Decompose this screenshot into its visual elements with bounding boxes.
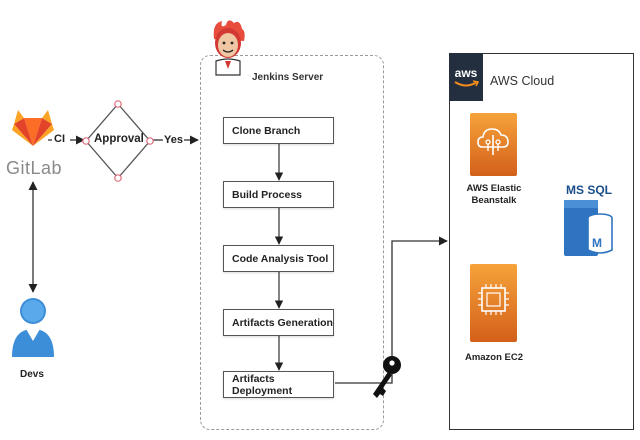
elastic-beanstalk-label-line1: AWS Elastic [466, 183, 522, 194]
devs-user-icon [12, 298, 54, 357]
ci-label: CI [54, 133, 65, 145]
elastic-beanstalk-label-line2: Beanstalk [471, 195, 517, 206]
ec2-label: Amazon EC2 [464, 352, 524, 363]
key-icon [373, 356, 401, 398]
aws-logo: aws [449, 53, 483, 101]
mssql-label: MS SQL [566, 183, 613, 197]
yes-label: Yes [164, 134, 183, 146]
mssql-database-icon [564, 200, 613, 256]
gitlab-label: GitLab [6, 158, 63, 178]
ec2-tile [470, 264, 517, 342]
jenkins-server-container [200, 55, 384, 430]
step-clone-branch: Clone Branch [223, 117, 334, 144]
jenkins-title: Jenkins Server [252, 72, 324, 83]
devs-label: Devs [20, 369, 44, 380]
approval-label: Approval [94, 133, 144, 145]
step-code-analysis-tool: Code Analysis Tool [223, 245, 334, 272]
step-build-process: Build Process [223, 181, 334, 208]
deploy-connector [335, 236, 448, 384]
step-artifacts-generation: Artifacts Generation [223, 309, 334, 336]
gitlab-logo-icon [12, 110, 54, 146]
aws-logo-text: aws [454, 66, 478, 80]
mssql-m-mark: M [592, 236, 602, 250]
aws-smile-icon [454, 80, 479, 87]
step-artifacts-deployment: Artifacts Deployment [223, 371, 334, 398]
elastic-beanstalk-icon [477, 128, 509, 155]
jenkins-logo-icon [213, 20, 245, 76]
aws-title: AWS Cloud [490, 74, 555, 88]
elastic-beanstalk-label: AWS Elastic Beanstalk [459, 183, 529, 207]
ec2-chip-icon [478, 284, 509, 315]
elastic-beanstalk-tile [470, 113, 517, 176]
approval-diamond [82, 100, 154, 182]
